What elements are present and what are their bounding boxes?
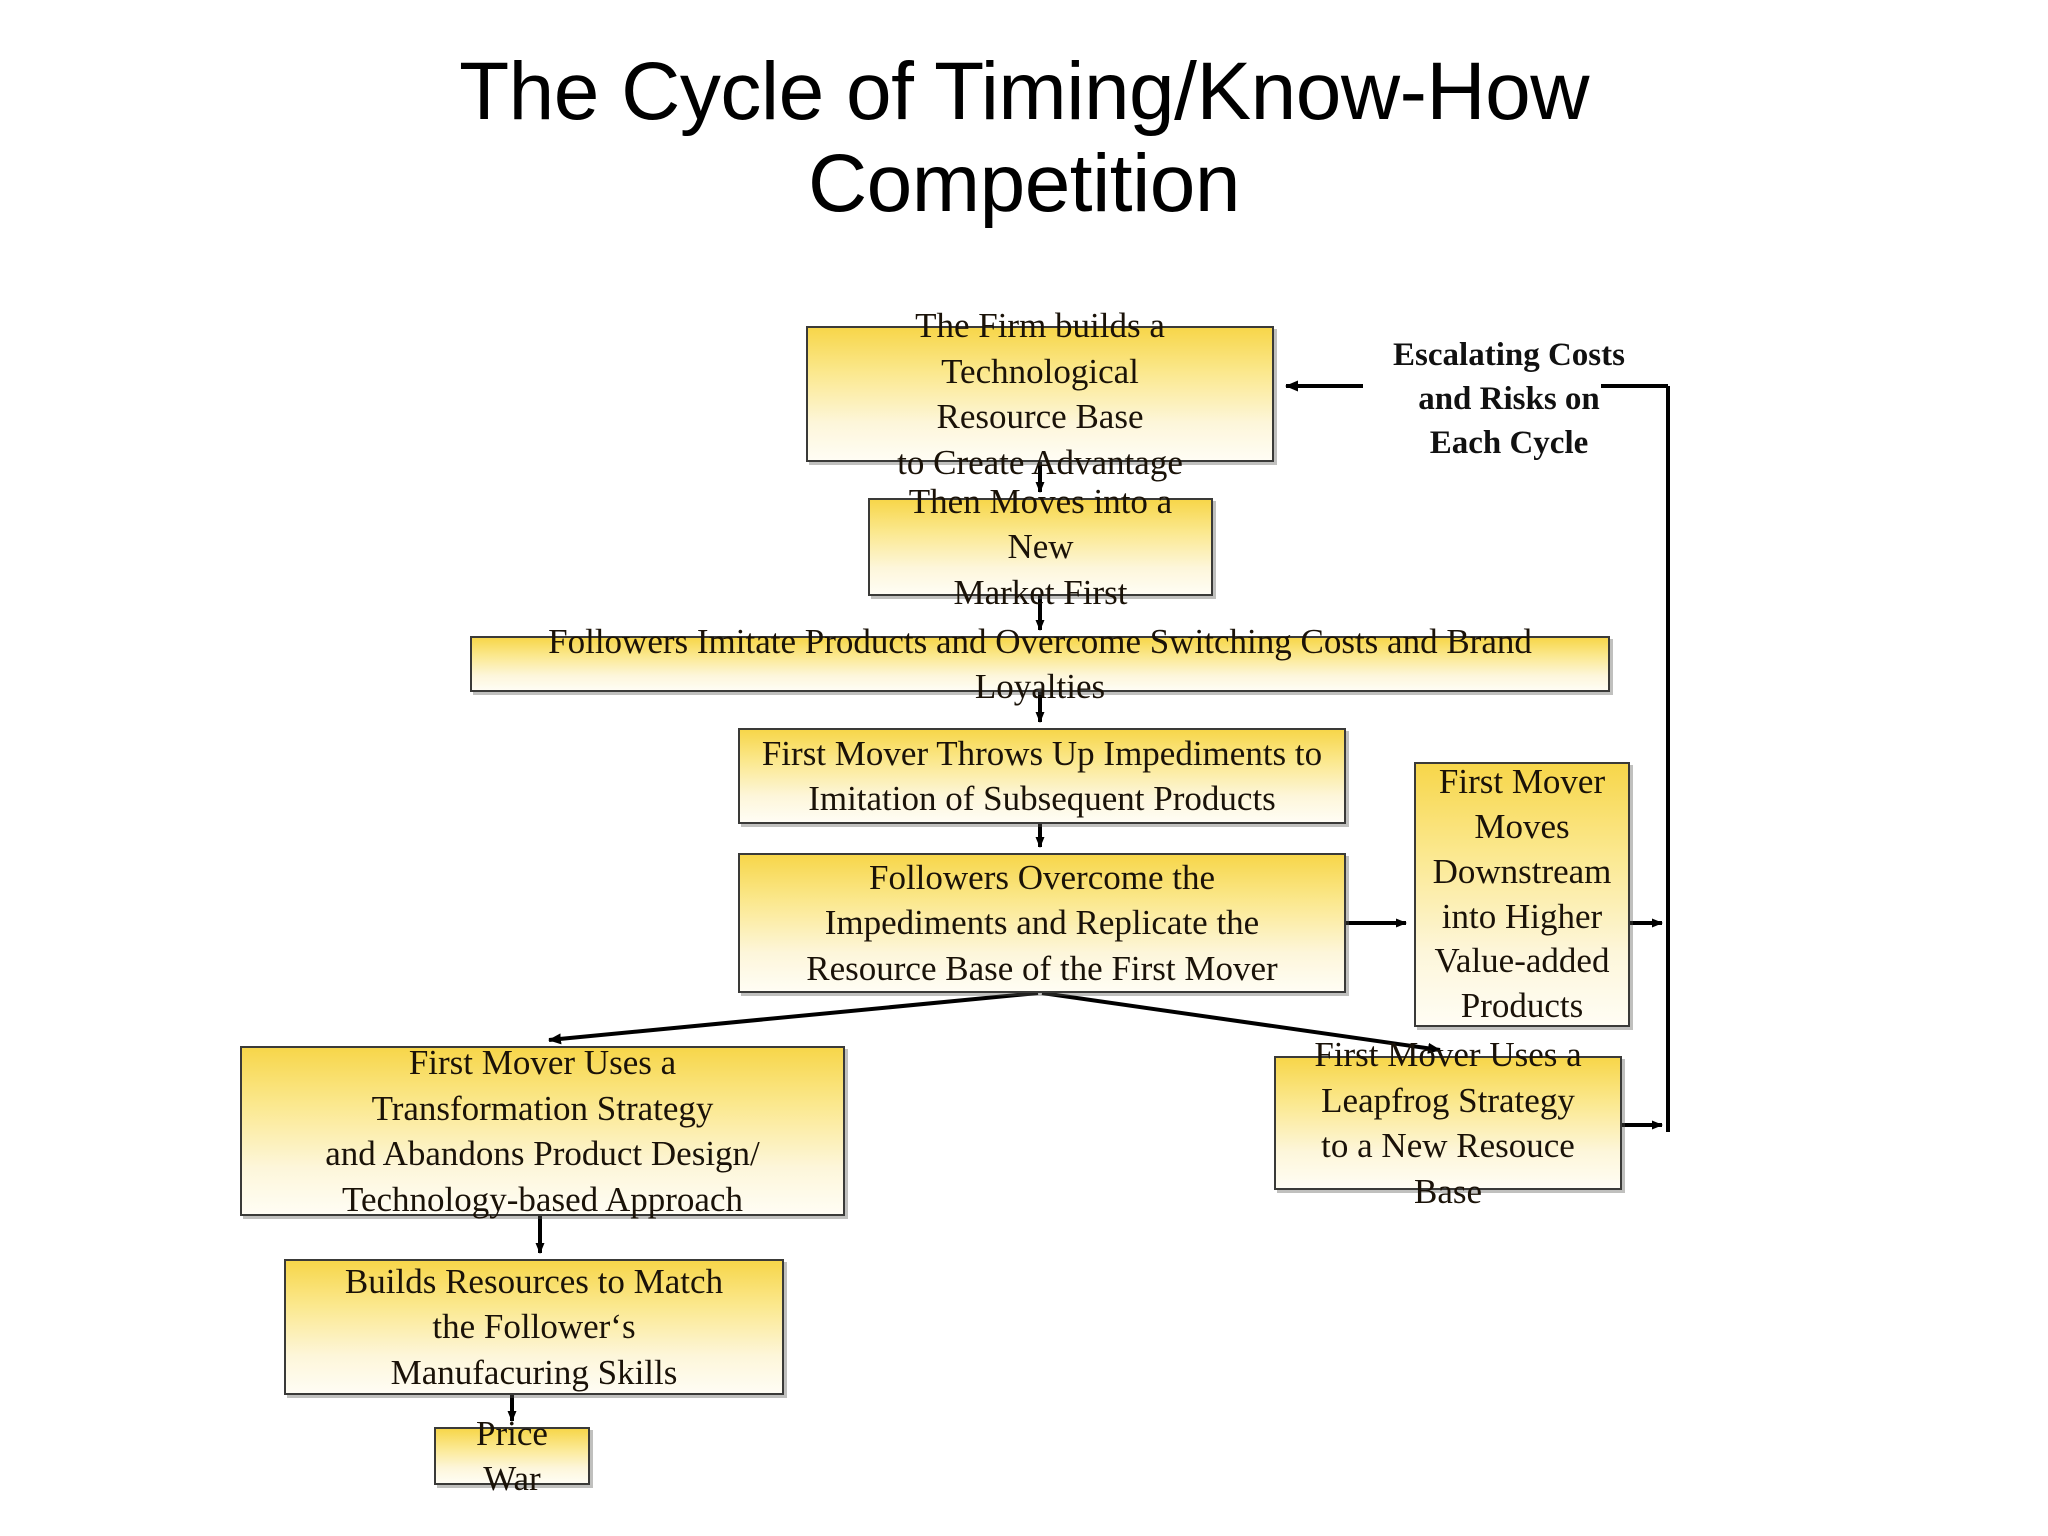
node-label: First Mover Uses a Leapfrog Strategy to … [1314,1035,1582,1211]
node-label: First Mover Moves Downstream into Higher… [1432,762,1612,1026]
node-followers-imitate-products[interactable]: Followers Imitate Products and Overcome … [470,622,1610,706]
node-first-mover-impediments[interactable]: First Mover Throws Up Impediments to Imi… [738,728,1346,824]
node-followers-overcome-impediments[interactable]: Followers Overcome the Impediments and R… [738,853,1346,993]
node-label: Followers Overcome the Impediments and R… [806,857,1278,988]
node-label: Builds Resources to Match the Follower‘s… [344,1261,724,1392]
node-first-mover-leapfrog-strategy[interactable]: First Mover Uses a Leapfrog Strategy to … [1274,1035,1622,1211]
node-label: Followers Imitate Products and Overcome … [548,621,1532,707]
node-builds-resources-to-match[interactable]: Builds Resources to Match the Follower‘s… [284,1259,784,1395]
node-label: The Firm builds a Technological Resource… [897,306,1183,482]
node-label: First Mover Uses a Transformation Strate… [325,1043,760,1219]
node-label: Then Moves into a New Market First [908,481,1173,612]
node-first-mover-moves-downstream[interactable]: First Mover Moves Downstream into Higher… [1414,762,1630,1027]
node-label: Price War [476,1413,548,1499]
page-title: The Cycle of Timing/Know-How Competition [459,46,1589,229]
node-then-moves-new-market[interactable]: Then Moves into a New Market First [868,482,1213,612]
node-firm-builds-resource-base[interactable]: The Firm builds a Technological Resource… [806,306,1274,482]
edge-overcome-to-transform [548,991,1039,1045]
escalating-costs-annotation: Escalating Costs and Risks on Each Cycle [1393,337,1625,462]
node-label: First Mover Throws Up Impediments to Imi… [761,733,1323,819]
node-price-war[interactable]: Price War [434,1414,590,1498]
node-first-mover-transformation-strategy[interactable]: First Mover Uses a Transformation Strate… [240,1043,845,1219]
